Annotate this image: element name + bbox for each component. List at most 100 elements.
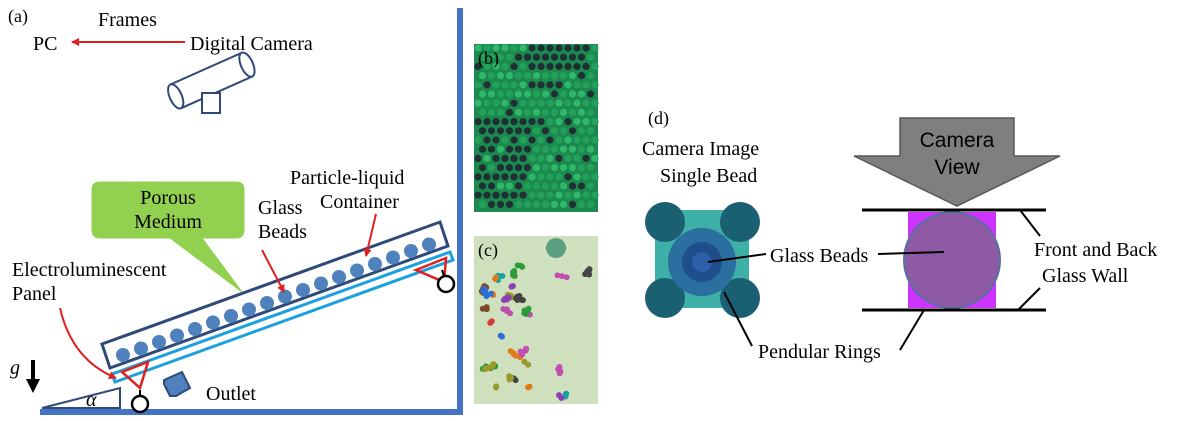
bead-dot — [564, 62, 572, 70]
bead-dot — [537, 62, 545, 70]
bead-dot — [555, 191, 563, 199]
bead-dot — [532, 127, 541, 135]
bead-dot — [537, 44, 545, 52]
bead-dot — [510, 99, 518, 107]
cluster-dot — [498, 333, 505, 340]
digital-camera-icon — [167, 51, 256, 114]
bead-dot — [555, 81, 563, 89]
bead-dot — [573, 62, 581, 70]
cluster-dot — [525, 361, 532, 368]
bead-dot — [496, 200, 505, 208]
bead-dot — [519, 99, 527, 107]
bead-dot — [591, 154, 599, 162]
bead-dot — [559, 53, 568, 61]
bead-dot — [501, 118, 509, 126]
cluster-dot — [586, 271, 593, 278]
bead-dot — [483, 81, 491, 89]
bead-dot — [514, 127, 523, 135]
support-markers — [119, 256, 456, 414]
bead-dot — [591, 81, 599, 89]
support-wheel-right — [436, 274, 456, 294]
bead-dot — [505, 182, 514, 190]
porous-line1: Porous — [140, 187, 196, 209]
bead-dot — [478, 127, 487, 135]
bead-dot — [523, 182, 532, 190]
bead-dot — [577, 127, 586, 135]
bead-dot — [582, 173, 590, 181]
bead-dot — [532, 200, 541, 208]
bead-dot — [591, 136, 599, 144]
bead-dot — [478, 53, 487, 61]
bead — [224, 309, 238, 323]
bead-dot — [496, 53, 505, 61]
bead-dot — [586, 200, 595, 208]
bead-dot — [492, 136, 500, 144]
el-panel-label-line2: Panel — [12, 283, 57, 305]
bead-dot — [550, 200, 559, 208]
outlet-label: Outlet — [206, 383, 256, 405]
cluster-dot — [519, 297, 526, 304]
bead-dot — [591, 99, 599, 107]
bead-dot — [532, 145, 541, 153]
bead-dot — [577, 145, 586, 153]
bead-dot — [550, 90, 559, 98]
bead-dot — [501, 62, 509, 70]
bead-dot — [523, 145, 532, 153]
bead-dot — [550, 182, 559, 190]
bead-dot — [483, 44, 491, 52]
bead — [404, 244, 418, 258]
bead-dot — [496, 145, 505, 153]
bead-dot — [474, 136, 482, 144]
bead-dot — [496, 90, 505, 98]
glass-beads-pointer-left — [707, 253, 767, 263]
bead-dot — [555, 99, 563, 107]
panel-c-tag: (c) — [478, 240, 498, 261]
bead-dot — [514, 145, 523, 153]
cluster-dot — [507, 310, 514, 317]
bead-dot — [510, 81, 518, 89]
bead-dot — [487, 200, 496, 208]
bead-dot — [528, 62, 536, 70]
bead-dot — [496, 127, 505, 135]
bead-dot — [523, 53, 532, 61]
bead-dot — [501, 81, 509, 89]
bead — [206, 315, 220, 330]
bead-dot — [550, 164, 559, 172]
bead-dot — [577, 182, 586, 190]
container-label-line1: Particle-liquid — [290, 167, 404, 189]
cluster-dot — [517, 262, 524, 269]
bead-dot — [501, 99, 509, 107]
bead-dot — [550, 145, 559, 153]
bead-dot — [514, 53, 523, 61]
bead-dot — [582, 99, 590, 107]
bead-dot — [577, 108, 586, 116]
bead-dot — [492, 118, 500, 126]
bead-dot — [519, 44, 527, 52]
bead-dot — [532, 53, 541, 61]
bead-dot — [573, 44, 581, 52]
bead-dot — [487, 145, 496, 153]
bead-dot — [586, 90, 595, 98]
bead-dot — [510, 44, 518, 52]
bead-dot — [514, 108, 523, 116]
bead-dot — [483, 62, 491, 70]
glass-bead-side-view — [903, 211, 1001, 309]
panel-b-tag: (b) — [478, 48, 499, 69]
bead-dot — [541, 200, 550, 208]
bead-dot — [541, 72, 550, 80]
bead-dot — [532, 164, 541, 172]
cluster-dot — [499, 273, 506, 280]
bead-dot — [510, 173, 518, 181]
bead-dot — [577, 72, 586, 80]
bead-dot — [501, 136, 509, 144]
bead-dot — [568, 127, 577, 135]
electroluminescent-panel — [110, 250, 455, 384]
bead-dot — [559, 200, 568, 208]
bead-dot — [483, 118, 491, 126]
cluster-dot — [508, 283, 515, 290]
bead-dot — [492, 154, 500, 162]
bead — [332, 270, 346, 284]
bead-dot — [568, 200, 577, 208]
bead-dot — [586, 53, 595, 61]
bead-dot — [573, 191, 581, 199]
